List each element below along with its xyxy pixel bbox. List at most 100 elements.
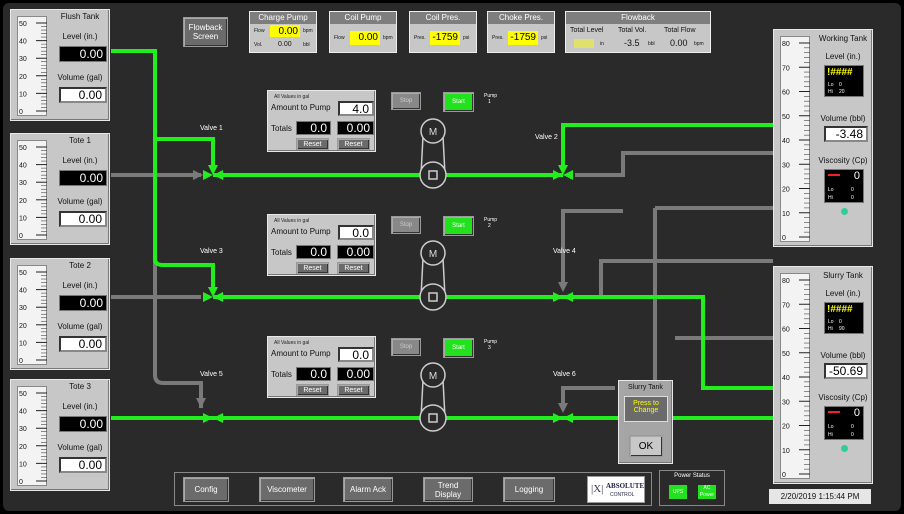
gauge-tick-label: 10 — [782, 211, 790, 218]
pipe-valve1-feed — [155, 137, 215, 165]
gauge-tick-label: 40 — [19, 163, 27, 170]
units-note: All Values in gal — [274, 94, 310, 100]
start-pump-1-button[interactable]: Start — [443, 92, 474, 112]
totals-label: Totals — [271, 370, 292, 379]
amount-label: Amount to Pump — [271, 103, 331, 112]
gauge-tick-label: 10 — [19, 340, 27, 347]
volume-value: 0.00 — [59, 336, 107, 352]
gauge-tick-label: 0 — [19, 233, 23, 240]
total-value-2: 0.00 — [337, 121, 374, 135]
valve-1-label: Valve 1 — [200, 125, 223, 132]
stop-pump-3-button[interactable]: Stop — [391, 338, 421, 356]
level-label: Level (in.) — [62, 32, 98, 41]
gauge-tick-label: 20 — [19, 323, 27, 330]
gauge-tick-label: 30 — [19, 180, 27, 187]
config-button[interactable]: Config — [183, 477, 229, 502]
gauge-tick-label: 10 — [782, 448, 790, 455]
logging-button[interactable]: Logging — [503, 477, 555, 502]
gauge-tick-label: 40 — [782, 375, 790, 382]
pipe-flush-main — [111, 49, 215, 288]
reset-button-1[interactable]: Reset — [296, 138, 329, 150]
flowback-screen-button[interactable]: Flowback Screen — [183, 17, 228, 47]
motor-label-3: M — [429, 371, 437, 382]
reset-button-1[interactable]: Reset — [296, 384, 329, 396]
gauge-tick-label: 50 — [782, 114, 790, 121]
viscosity-label: Viscosity (Cp) — [818, 156, 868, 165]
gauge-tick-label: 10 — [19, 215, 27, 222]
ok-button[interactable]: OK — [629, 435, 663, 457]
gauge-tick-label: 30 — [19, 56, 27, 63]
amount-input[interactable]: 0.0 — [338, 225, 374, 240]
reset-button-1[interactable]: Reset — [296, 262, 329, 274]
coil-pressure: -1759 — [430, 31, 460, 45]
start-pump-2-button[interactable]: Start — [443, 216, 474, 236]
reset-button-2[interactable]: Reset — [337, 138, 370, 150]
gauge-tick-label: 40 — [19, 39, 27, 46]
viscometer-button[interactable]: Viscometer — [259, 477, 315, 502]
stop-pump-1-button[interactable]: Stop — [391, 92, 421, 110]
charge-pump-vol: 0.00 — [278, 41, 292, 48]
motor-label-1: M — [429, 127, 437, 138]
gauge-tick-label: 20 — [19, 444, 27, 451]
gauge-tick-label: 70 — [782, 65, 790, 72]
volume-value: 0.00 — [59, 87, 107, 103]
volume-value: -3.48 — [824, 126, 868, 142]
tank-name: Slurry Tank — [823, 271, 863, 280]
gauge-tick-label: 50 — [19, 270, 27, 277]
reset-button-2[interactable]: Reset — [337, 262, 370, 274]
pipe-slurry-return — [575, 259, 773, 299]
tank-name: Tote 2 — [69, 261, 91, 270]
gauge-tick-label: 60 — [782, 327, 790, 334]
gauge-tick-label: 30 — [782, 162, 790, 169]
gauge-tick-label: 50 — [19, 21, 27, 28]
total-vol-value: -3.5 — [624, 38, 640, 48]
pump-motor-1-icon — [419, 118, 447, 189]
level-value: 0.00 — [59, 46, 107, 62]
gauge-tick-label: 0 — [19, 109, 23, 116]
gauge-tick-label: 20 — [19, 74, 27, 81]
ups-indicator: UPS — [669, 485, 687, 499]
volume-label: Volume (gal) — [57, 322, 103, 331]
gauge-tick-label: 50 — [19, 145, 27, 152]
start-pump-3-button[interactable]: Start — [443, 338, 474, 358]
total-flow-value: 0.00 — [670, 38, 688, 48]
hmi-screen: M M M Valve 1 Valve 2 Valve 3 Valve 4 Va… — [3, 3, 901, 511]
gauge-tick-label: 40 — [19, 409, 27, 416]
tank-name: Tote 1 — [69, 136, 91, 145]
volume-label: Volume (gal) — [57, 197, 103, 206]
gauge-tick-label: 0 — [19, 358, 23, 365]
press-to-change-button[interactable]: Press to Change — [624, 396, 668, 422]
pump-motor-3-icon — [419, 362, 447, 432]
coil-pump-box: Coil Pump Flow 0.00 bpm — [329, 11, 397, 53]
gauge-tick-label: 80 — [782, 41, 790, 48]
amount-input[interactable]: 0.0 — [338, 347, 374, 362]
nav-bar — [174, 472, 652, 506]
level-value: 0.00 — [59, 295, 107, 311]
gauge-tick-label: 10 — [19, 461, 27, 468]
gauge-tick-label: 80 — [782, 278, 790, 285]
pipe-valve5-feed — [153, 175, 203, 408]
pipe-working-feed — [561, 123, 773, 165]
alarm-ack-button[interactable]: Alarm Ack — [343, 477, 393, 502]
level-value: 0.00 — [59, 170, 107, 186]
stop-pump-2-button[interactable]: Stop — [391, 216, 421, 234]
coil-pump-flow: 0.00 — [350, 31, 380, 45]
gauge-tick-label: 20 — [19, 198, 27, 205]
pipe-slurry-feed — [563, 295, 773, 390]
amount-input[interactable]: 4.0 — [338, 101, 374, 116]
flowback-box: Flowback Total Level Total Vol. Total Fl… — [565, 11, 711, 53]
trend-display-button[interactable]: Trend Display — [423, 477, 473, 502]
total-value-1: 0.0 — [296, 367, 331, 381]
total-value-1: 0.0 — [296, 121, 331, 135]
viscosity-alarm-icon — [828, 174, 840, 176]
reset-button-2[interactable]: Reset — [337, 384, 370, 396]
